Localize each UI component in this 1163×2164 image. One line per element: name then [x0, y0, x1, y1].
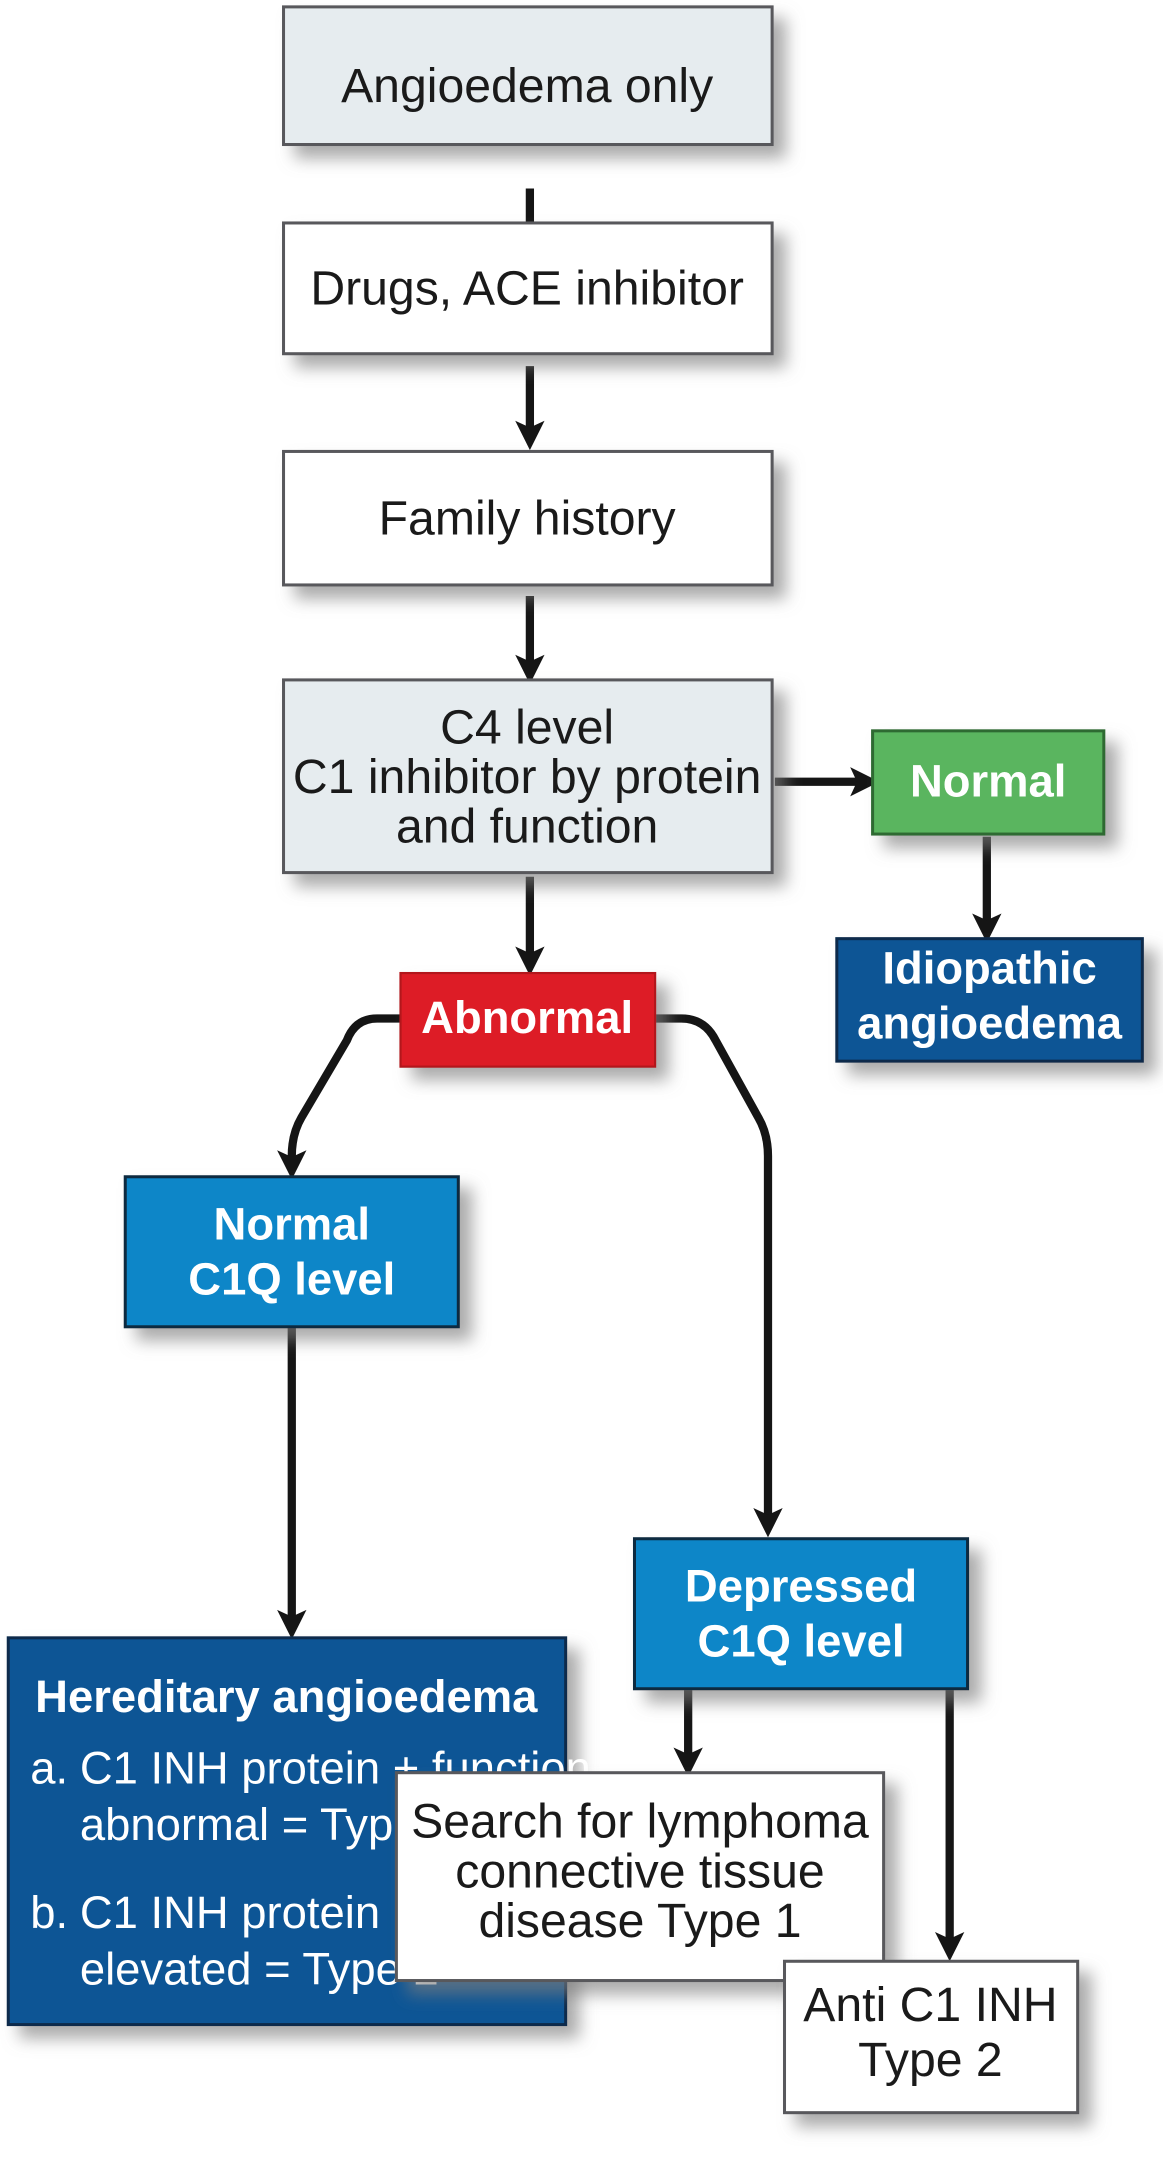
node-depressed-c1q-level[interactable]: Depressed C1Q level [632, 1537, 970, 1691]
node-hereditary-item-b-marker: b. [30, 1887, 68, 1938]
node-abnormal-result[interactable]: Abnormal [399, 971, 657, 1068]
connectors [277, 188, 1002, 1962]
node-idiopathic-line1: Idiopathic [882, 943, 1096, 994]
node-c4-level-line1: C4 level [440, 701, 614, 755]
branch-abnormal-to-depressed-c1q [652, 1014, 783, 1538]
node-anti-c1-inh-type-2[interactable]: Anti C1 INH Type 2 [782, 1959, 1080, 2115]
node-normal-c1q-line1: Normal [214, 1199, 370, 1250]
node-anti-c1-inh-line2: Type 2 [858, 2033, 1003, 2087]
node-normal-result-label: Normal [910, 756, 1066, 807]
node-idiopathic-angioedema[interactable]: Idiopathic angioedema [835, 937, 1144, 1063]
node-hereditary-item-a-line2: abnormal = Type 1 [80, 1799, 457, 1850]
node-family-history-label: Family history [379, 491, 676, 545]
node-hereditary-item-b-line2: elevated = Type 2 [80, 1943, 439, 1994]
node-search-lymphoma-line2: connective tissue [455, 1844, 824, 1898]
node-family-history[interactable]: Family history [282, 449, 774, 587]
node-search-lymphoma[interactable]: Search for lymphoma connective tissue di… [394, 1771, 886, 1983]
node-c4-level-line3: and function [396, 800, 658, 854]
node-normal-c1q-level[interactable]: Normal C1Q level [123, 1175, 460, 1329]
node-normal-c1q-line2: C1Q level [188, 1254, 395, 1305]
node-depressed-c1q-line1: Depressed [685, 1561, 917, 1612]
node-search-lymphoma-line3: disease Type 1 [478, 1894, 801, 1948]
node-angioedema-only[interactable]: Angioedema only [282, 5, 774, 147]
node-search-lymphoma-line1: Search for lymphoma [411, 1795, 869, 1849]
node-hereditary-heading: Hereditary angioedema [35, 1671, 538, 1722]
branch-abnormal-to-normal-c1q [277, 1014, 404, 1180]
node-idiopathic-line2: angioedema [857, 998, 1123, 1049]
node-hereditary-item-a-marker: a. [30, 1742, 68, 1793]
node-abnormal-result-label: Abnormal [421, 992, 633, 1043]
node-drugs-ace-inhibitor[interactable]: Drugs, ACE inhibitor [282, 221, 774, 356]
node-anti-c1-inh-line1: Anti C1 INH [803, 1978, 1057, 2032]
node-normal-result[interactable]: Normal [871, 729, 1106, 836]
node-c4-level-line2: C1 inhibitor by protein [293, 750, 761, 804]
node-drugs-ace-inhibitor-label: Drugs, ACE inhibitor [310, 262, 744, 316]
node-c4-level-c1-inhibitor[interactable]: C4 level C1 inhibitor by protein and fun… [282, 678, 774, 875]
node-angioedema-only-label: Angioedema only [341, 59, 713, 113]
node-depressed-c1q-line2: C1Q level [698, 1616, 905, 1667]
